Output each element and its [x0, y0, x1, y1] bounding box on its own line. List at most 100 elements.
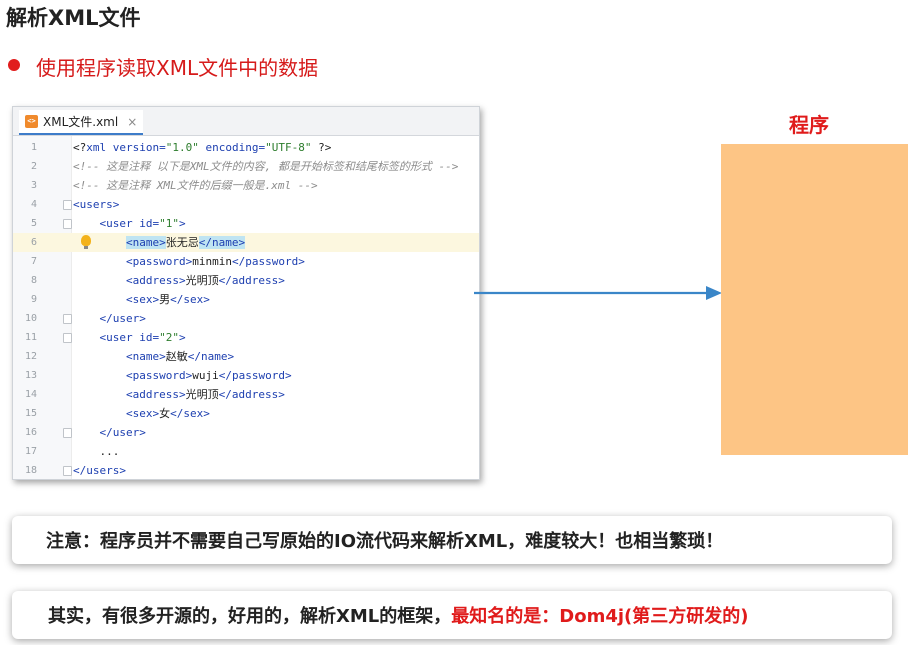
line-number: 16 [24, 427, 37, 438]
code-token: <sex> [73, 407, 160, 420]
code-line[interactable]: 5 <user id="1"> [13, 214, 479, 233]
code-line[interactable]: 4 <users> [13, 195, 479, 214]
code-text: <password>wuji</password> [73, 366, 292, 385]
fold-marker-icon[interactable] [63, 466, 72, 476]
code-token: 男 [159, 293, 171, 306]
line-number: 4 [30, 199, 37, 210]
code-token: "UTF-8" [265, 141, 312, 154]
code-text: <name>赵敏</name> [73, 347, 234, 366]
code-line[interactable]: 13 <password>wuji</password> [13, 366, 479, 385]
code-line[interactable]: 3<!-- 这是注释 XML文件的后缀一般是.xml --> [13, 176, 479, 195]
flow-arrow [474, 286, 722, 300]
code-line[interactable]: 2 <!-- 这是注释 以下是XML文件的内容, 都是开始标签和结尾标签的形式 -… [13, 157, 479, 176]
code-token: "1.0" [165, 141, 199, 154]
code-token: </sex> [170, 293, 210, 306]
code-token: 赵敏 [165, 350, 188, 363]
framework-text: 其实，有很多开源的，好用的，解析XML的框架， [48, 606, 452, 627]
code-token: <user [73, 331, 140, 344]
code-token: <!-- 这是注释 以下是XML文件的内容, 都是开始标签和结尾标签的形式 --… [73, 160, 459, 173]
code-token: <password> [73, 369, 193, 382]
line-number: 5 [30, 218, 37, 229]
xml-file-icon: <> [25, 115, 38, 128]
line-gutter [13, 136, 72, 479]
code-token: </address> [218, 274, 285, 287]
line-number: 8 [30, 275, 37, 286]
dom4j-highlight: 最知名的是：Dom4j(第三方研发的) [451, 606, 749, 627]
fold-marker-icon[interactable] [63, 200, 72, 210]
code-token: encoding= [198, 141, 266, 154]
line-number: 12 [24, 351, 37, 362]
line-number: 2 [30, 161, 37, 172]
line-number: 15 [24, 408, 37, 419]
code-token [73, 236, 126, 249]
code-token: <password> [73, 255, 193, 268]
line-number: 10 [24, 313, 37, 324]
code-line[interactable]: 9 <sex>男</sex> [13, 290, 479, 309]
code-token: <user [73, 217, 140, 230]
code-text: </user> [73, 423, 145, 442]
code-token: version= [112, 141, 166, 154]
code-line[interactable]: 6 <name>张无忌</name> [13, 233, 479, 252]
code-text: <users> [73, 195, 119, 214]
code-text: <sex>女</sex> [73, 404, 210, 423]
line-number: 1 [30, 142, 37, 153]
tab-xml-file[interactable]: <> XML文件.xml × [19, 110, 144, 135]
code-line[interactable]: 15 <sex>女</sex> [13, 404, 479, 423]
code-token: xml [86, 141, 113, 154]
code-token: </name> [187, 350, 235, 363]
close-icon[interactable]: × [127, 114, 138, 129]
code-line[interactable]: 16 </user> [13, 423, 479, 442]
code-token: <name> [125, 236, 166, 249]
tab-label: XML文件.xml [43, 115, 119, 129]
code-line[interactable]: 17 ... [13, 442, 479, 461]
code-token: </sex> [170, 407, 210, 420]
code-text: <!-- 这是注释 以下是XML文件的内容, 都是开始标签和结尾标签的形式 --… [73, 157, 458, 176]
code-token: "1" [159, 217, 179, 230]
code-line[interactable]: 1 <?xml version="1.0" encoding="UTF-8" ?> [13, 138, 479, 157]
program-box [721, 144, 908, 455]
code-token: <name> [73, 350, 166, 363]
code-token: <users> [73, 198, 120, 211]
code-line[interactable]: 12 <name>赵敏</name> [13, 347, 479, 366]
code-area[interactable]: 1 <?xml version="1.0" encoding="UTF-8" ?>… [13, 136, 479, 479]
code-line[interactable]: 7 <password>minmin</password> [13, 252, 479, 271]
fold-marker-icon[interactable] [63, 333, 72, 343]
line-number: 6 [30, 237, 37, 248]
code-token: <? [73, 141, 87, 154]
code-token: <sex> [73, 293, 160, 306]
code-text: <?xml version="1.0" encoding="UTF-8" ?> [73, 138, 331, 157]
line-number: 9 [30, 294, 37, 305]
code-token: </user> [73, 312, 146, 325]
code-text: ... [73, 442, 119, 461]
code-token: <!-- 这是注释 XML文件的后缀一般是.xml --> [73, 179, 318, 192]
lightbulb-icon[interactable] [81, 235, 91, 249]
line-number: 13 [24, 370, 37, 381]
code-line[interactable]: 8 <address>光明顶</address> [13, 271, 479, 290]
fold-marker-icon[interactable] [63, 219, 72, 229]
note-callout: 注意：程序员并不需要自己写原始的IO流代码来解析XML，难度较大！也相当繁琐！ [12, 516, 892, 564]
line-number: 7 [30, 256, 37, 267]
code-token: </address> [218, 388, 285, 401]
code-line[interactable]: 18</users> [13, 461, 479, 479]
fold-marker-icon[interactable] [63, 314, 72, 324]
program-label: 程序 [789, 113, 829, 137]
slide-title: 解析XML文件 [6, 6, 141, 30]
code-token: </name> [198, 236, 246, 249]
code-line[interactable]: 14 <address>光明顶</address> [13, 385, 479, 404]
code-token: </users> [73, 464, 126, 477]
code-token: ... [73, 445, 120, 458]
code-text: <user id="1"> [73, 214, 186, 233]
bullet-dot [8, 59, 20, 71]
code-token: id= [139, 217, 160, 230]
code-text: </users> [73, 461, 126, 479]
framework-callout: 其实，有很多开源的，好用的，解析XML的框架，最知名的是：Dom4j(第三方研发… [12, 591, 892, 639]
code-token: "2" [159, 331, 179, 344]
code-token: > [178, 331, 186, 344]
code-token: <address> [73, 274, 186, 287]
fold-marker-icon[interactable] [63, 428, 72, 438]
code-token: > [178, 217, 186, 230]
code-text: <password>minmin</password> [73, 252, 305, 271]
code-line[interactable]: 10 </user> [13, 309, 479, 328]
code-text: <user id="2"> [73, 328, 186, 347]
code-line[interactable]: 11 <user id="2"> [13, 328, 479, 347]
